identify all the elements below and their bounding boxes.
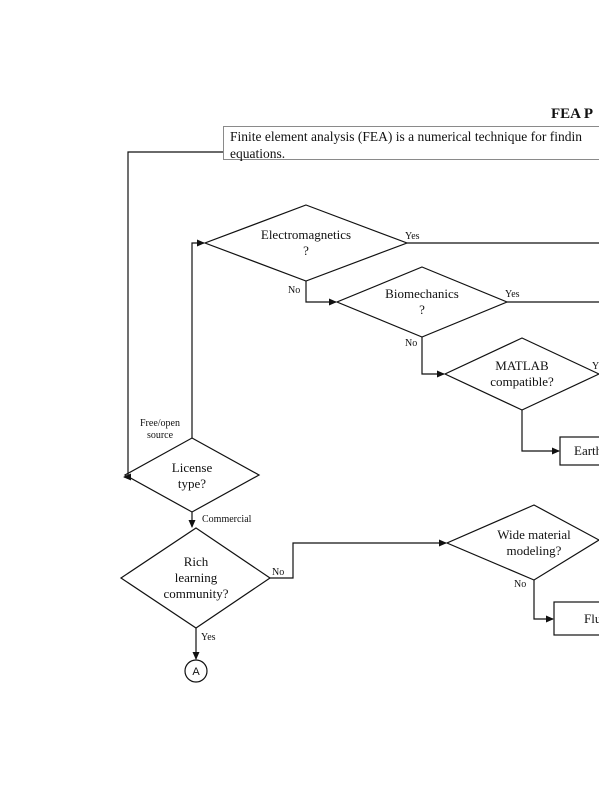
intro-line-1: Finite element analysis (FEA) is a numer… xyxy=(230,129,583,144)
free-open-line-2: source xyxy=(146,430,174,441)
biomechanics-no-label: No xyxy=(405,338,418,349)
rich-community-line-3: community? xyxy=(163,586,229,601)
intro-text-box: Finite element analysis (FEA) is a numer… xyxy=(223,126,599,161)
earth-box-label: Earth xyxy=(574,443,599,458)
license-label: License type? xyxy=(172,460,212,492)
connector-a-label: A xyxy=(192,666,200,678)
flu-box-label: Flu xyxy=(584,611,599,626)
free-open-source-label: Free/open source xyxy=(140,418,180,442)
electromagnetics-label: Electromagnetics ? xyxy=(261,227,351,259)
rich-community-line-2: learning xyxy=(174,570,218,585)
biomechanics-line-1: Biomechanics xyxy=(385,286,459,301)
rich-community-label: Rich learning community? xyxy=(164,554,229,602)
matlab-no-arrow xyxy=(521,410,560,455)
wide-material-line-2: modeling? xyxy=(506,543,562,558)
free-open-line-1: Free/open xyxy=(140,418,180,429)
license-to-electromagnetics-arrow xyxy=(191,239,205,438)
biomechanics-no-arrow xyxy=(421,337,445,378)
intro-line-2: equations. xyxy=(230,146,286,161)
matlab-line-1: MATLAB xyxy=(495,358,549,373)
biomechanics-line-2: ? xyxy=(419,302,425,317)
matlab-yes-label: Y xyxy=(592,361,599,372)
license-line-1: License xyxy=(171,460,213,475)
rich-yes-label: Yes xyxy=(201,632,216,643)
wide-material-no-arrow xyxy=(533,580,554,623)
page-title: FEA P xyxy=(551,106,594,122)
biomechanics-yes-label: Yes xyxy=(505,289,520,300)
flu-box xyxy=(553,601,599,636)
wide-material-line-1: Wide material xyxy=(497,527,571,542)
rich-community-line-1: Rich xyxy=(183,554,209,569)
commercial-label: Commercial xyxy=(202,514,252,525)
electromagnetics-no-label: No xyxy=(288,285,301,296)
biomechanics-label: Biomechanics ? xyxy=(385,286,459,318)
matlab-label: MATLAB compatible? xyxy=(490,358,554,390)
wide-material-label: Wide material modeling? xyxy=(497,527,570,559)
connector-a-circle xyxy=(184,659,208,683)
license-line-2: type? xyxy=(177,476,207,491)
electromagnetics-yes-label: Yes xyxy=(405,231,420,242)
electromagnetics-line-1: Electromagnetics xyxy=(260,227,352,242)
electromagnetics-line-2: ? xyxy=(303,243,309,258)
earth-box xyxy=(559,436,599,466)
matlab-line-2: compatible? xyxy=(490,374,554,389)
wide-material-no-label: No xyxy=(514,579,527,590)
rich-no-label: No xyxy=(272,567,285,578)
rich-no-arrow xyxy=(270,539,447,579)
intro-to-license-arrow xyxy=(123,151,223,481)
electromagnetics-no-arrow xyxy=(305,281,337,306)
